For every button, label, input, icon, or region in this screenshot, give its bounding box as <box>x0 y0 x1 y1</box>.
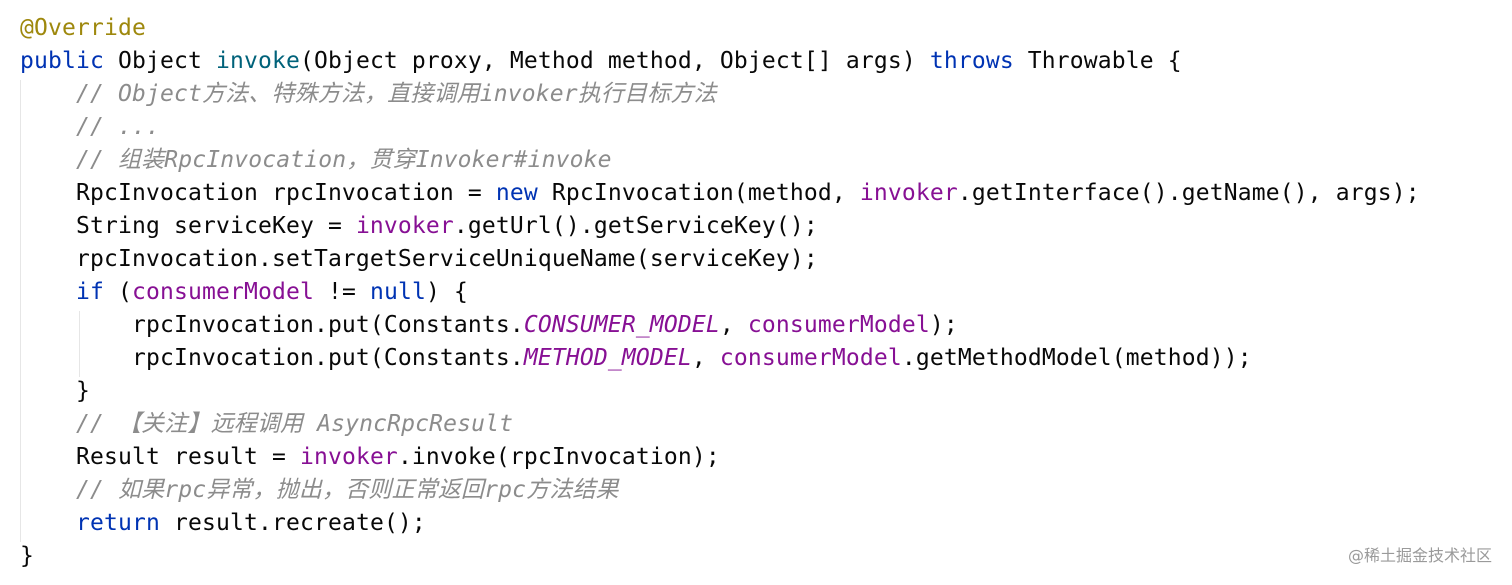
code-token-default: Throwable { <box>1013 48 1182 74</box>
code-token-default: ); <box>929 312 958 338</box>
code-token-default: rpcInvocation.setTargetServiceUniqueName… <box>20 246 818 272</box>
code-token-keyword: throws <box>929 48 1014 74</box>
indent-guide-method-body <box>20 80 21 542</box>
code-token-default: .invoke(rpcInvocation); <box>397 444 720 470</box>
code-token-default: .getUrl().getServiceKey(); <box>453 213 818 239</box>
code-token-field: consumerModel <box>132 279 314 305</box>
code-token-comment: // 组装RpcInvocation，贯穿Invoker#invoke <box>20 147 612 173</box>
code-token-keyword: public <box>20 48 104 74</box>
code-line-3[interactable]: // Object方法、特殊方法，直接调用invoker执行目标方法 <box>20 78 717 111</box>
code-token-field: invoker <box>299 444 398 470</box>
code-line-13[interactable]: // 【关注】远程调用 AsyncRpcResult <box>20 408 513 441</box>
code-token-comment: // 【关注】远程调用 AsyncRpcResult <box>20 411 514 437</box>
code-token-default: != <box>313 279 370 305</box>
code-token-keyword: new <box>495 180 538 206</box>
code-token-comment: // Object方法、特殊方法，直接调用invoker执行目标方法 <box>20 81 717 107</box>
code-token-default: result.recreate(); <box>159 510 426 536</box>
code-token-default: .getInterface().getName(), args); <box>957 180 1420 206</box>
code-token-field: consumerModel <box>747 312 930 338</box>
code-token-field: invoker <box>355 213 454 239</box>
code-token-default <box>20 279 76 305</box>
code-line-6[interactable]: RpcInvocation rpcInvocation = new RpcInv… <box>20 177 1420 210</box>
code-line-5[interactable]: // 组装RpcInvocation，贯穿Invoker#invoke <box>20 144 612 177</box>
code-token-default: rpcInvocation.put(Constants. <box>20 312 524 338</box>
code-line-1[interactable]: @Override <box>20 12 146 45</box>
code-token-keyword: if <box>76 279 104 305</box>
code-token-default: ) { <box>425 279 468 305</box>
code-token-const: CONSUMER_MODEL <box>523 312 720 338</box>
code-token-annotation: @Override <box>20 15 146 41</box>
code-line-8[interactable]: rpcInvocation.setTargetServiceUniqueName… <box>20 243 818 276</box>
code-token-keyword: return <box>76 510 160 536</box>
code-token-field: invoker <box>859 180 958 206</box>
code-line-9[interactable]: if (consumerModel != null) { <box>20 276 468 309</box>
code-token-comment: // ... <box>20 114 160 140</box>
code-line-4[interactable]: // ... <box>20 111 160 144</box>
code-token-method-decl: invoke <box>215 48 300 74</box>
code-line-16[interactable]: return result.recreate(); <box>20 507 426 540</box>
code-token-comment: // 如果rpc异常，抛出，否则正常返回rpc方法结果 <box>20 477 619 503</box>
code-line-14[interactable]: Result result = invoker.invoke(rpcInvoca… <box>20 441 720 474</box>
code-token-default: } <box>20 543 34 569</box>
code-token-default: , <box>719 312 748 338</box>
code-token-default: ( <box>104 279 132 305</box>
code-token-default: String serviceKey = <box>20 213 356 239</box>
code-line-17[interactable]: } <box>20 540 34 573</box>
code-token-default: RpcInvocation(method, <box>537 180 860 206</box>
code-line-10[interactable]: rpcInvocation.put(Constants.CONSUMER_MOD… <box>20 309 958 342</box>
code-line-7[interactable]: String serviceKey = invoker.getUrl().get… <box>20 210 818 243</box>
code-line-2[interactable]: public Object invoke(Object proxy, Metho… <box>20 45 1182 78</box>
code-token-default: , <box>691 345 720 371</box>
code-token-default: rpcInvocation.put(Constants. <box>20 345 524 371</box>
code-token-const: METHOD_MODEL <box>523 345 692 371</box>
indent-guide-if-block <box>79 311 80 377</box>
code-token-keyword: null <box>369 279 426 305</box>
code-token-default <box>20 510 76 536</box>
code-token-default: Object <box>103 48 216 74</box>
code-token-field: consumerModel <box>719 345 902 371</box>
site-watermark: @稀土掘金技术社区 <box>1347 546 1492 565</box>
code-line-15[interactable]: // 如果rpc异常，抛出，否则正常返回rpc方法结果 <box>20 474 619 507</box>
code-token-default: RpcInvocation rpcInvocation = <box>20 180 496 206</box>
code-line-11[interactable]: rpcInvocation.put(Constants.METHOD_MODEL… <box>20 342 1252 375</box>
code-line-12[interactable]: } <box>20 375 90 408</box>
code-token-default: Result result = <box>20 444 300 470</box>
code-token-default: .getMethodModel(method)); <box>901 345 1252 371</box>
code-token-default: (Object proxy, Method method, Object[] a… <box>299 48 930 74</box>
code-token-default: } <box>20 378 90 404</box>
